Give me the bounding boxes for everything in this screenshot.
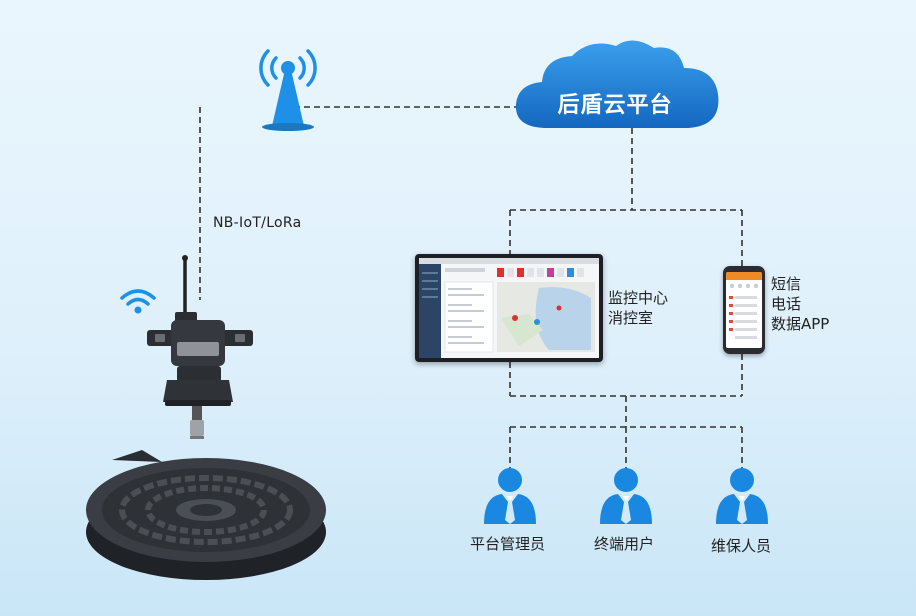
manhole-cover [86, 450, 326, 580]
monitor-caption-line-2: 消控室 [608, 309, 654, 327]
user-label-maintenance: 维保人员 [711, 537, 772, 555]
person-icon [716, 468, 768, 524]
mobile-caption-line-3: 数据APP [771, 315, 830, 333]
mobile-caption-line-1: 短信 [771, 275, 802, 293]
person-icon [600, 468, 652, 524]
mobile-caption-line-2: 电话 [771, 295, 802, 313]
monitoring-screen [415, 254, 603, 362]
user-label-enduser: 终端用户 [594, 535, 655, 553]
mobile-caption: 短信 电话 数据APP [771, 274, 829, 334]
cloud-icon [515, 40, 719, 128]
signal-tower-icon [259, 49, 317, 131]
user-label-admin: 平台管理员 [470, 535, 546, 553]
wifi-icon [120, 289, 156, 314]
person-icon [484, 468, 536, 524]
manhole-sensor-device [147, 255, 253, 439]
cloud-platform-label: 后盾云平台 [557, 93, 673, 118]
mobile-phone [723, 266, 765, 354]
monitor-caption: 监控中心 消控室 [608, 288, 668, 328]
monitor-caption-line-1: 监控中心 [608, 289, 669, 307]
protocol-label: NB-IoT/LoRa [213, 215, 302, 231]
